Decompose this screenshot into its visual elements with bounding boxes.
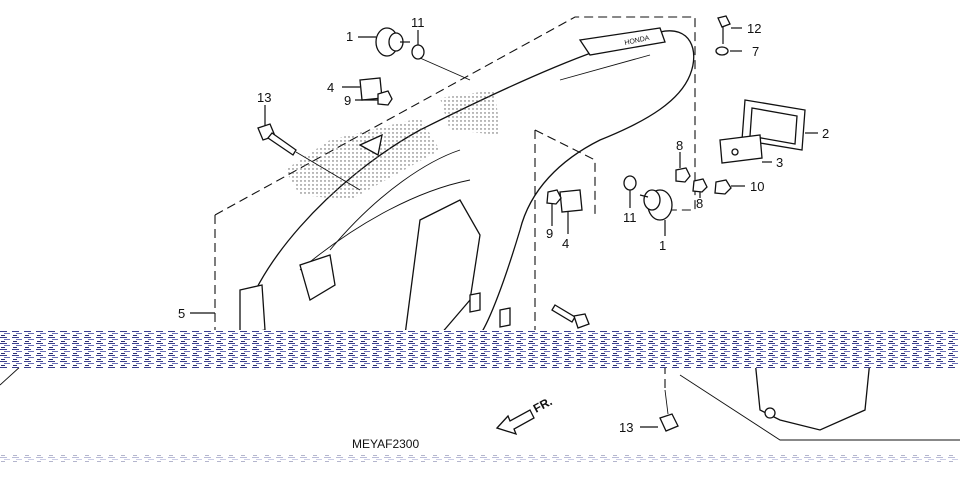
callout-13-upper: 13 <box>257 90 271 105</box>
edge-line-left <box>0 364 23 386</box>
callout-8-lower: 8 <box>696 196 703 211</box>
callout-4-lower: 4 <box>562 236 569 251</box>
callout-13-lower: 13 <box>619 420 633 435</box>
grommet-upper <box>375 27 410 57</box>
collar-lower <box>623 175 637 191</box>
grommet-lower <box>639 189 673 221</box>
nut-clip-upper <box>359 77 393 106</box>
nut-10 <box>714 179 732 195</box>
callout-4-upper: 4 <box>327 80 334 95</box>
callout-2: 2 <box>822 126 829 141</box>
callout-1-upper: 1 <box>346 29 353 44</box>
callout-3: 3 <box>776 155 783 170</box>
front-direction-arrow: FR. <box>495 394 555 436</box>
bolt-13-center <box>551 304 590 329</box>
rear-fender: HONDA <box>239 27 695 336</box>
bracket <box>719 134 763 164</box>
callout-1-lower: 1 <box>659 238 666 253</box>
callout-12: 12 <box>747 21 761 36</box>
collar-upper <box>411 44 471 81</box>
callout-9-upper: 9 <box>344 93 351 108</box>
drawing-code: MEYAF2300 <box>352 437 419 451</box>
bolt-12 <box>717 15 731 44</box>
direction-label: FR. <box>531 394 555 415</box>
callout-9-lower: 9 <box>546 226 553 241</box>
nuts-8 <box>675 167 708 193</box>
callout-10: 10 <box>750 179 764 194</box>
scan-noise-strip <box>0 455 960 463</box>
washer-7 <box>715 46 729 56</box>
callout-7: 7 <box>752 44 759 59</box>
leader-lines <box>190 27 818 314</box>
callout-11-upper: 11 <box>411 15 425 30</box>
callout-5: 5 <box>178 306 185 321</box>
scan-noise-band <box>0 330 960 368</box>
nut-clip-lower <box>546 189 583 213</box>
callout-11-lower: 11 <box>623 210 637 225</box>
bolt-13-left <box>257 123 361 191</box>
callout-8-upper: 8 <box>676 138 683 153</box>
assembly-outline <box>214 16 696 335</box>
